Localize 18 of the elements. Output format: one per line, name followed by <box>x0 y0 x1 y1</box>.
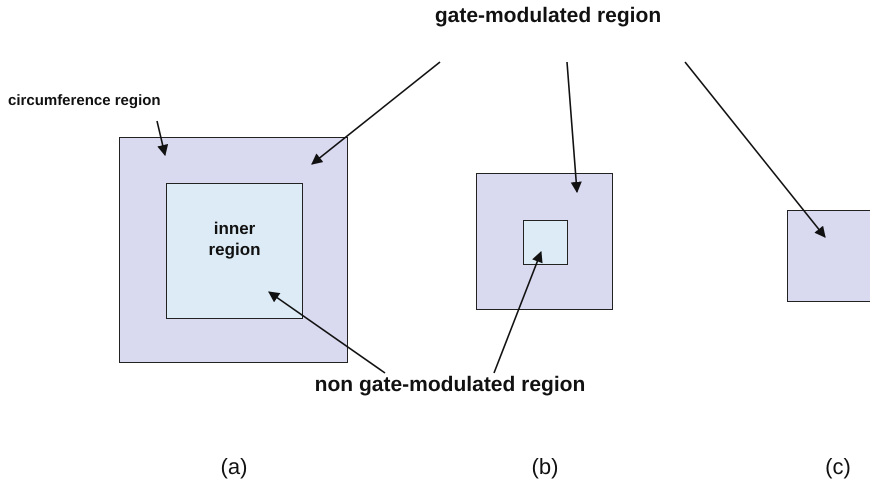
region-label: non gate-modulated region <box>230 373 670 405</box>
region-label: gate-modulated region <box>398 4 698 62</box>
region-label: circumference region <box>8 92 248 121</box>
region-square <box>119 137 348 363</box>
region-square <box>523 220 568 265</box>
leader-arrow <box>684 62 826 238</box>
region-label: inner region <box>208 218 262 260</box>
region-square <box>166 183 303 319</box>
leader-arrow <box>268 291 386 374</box>
leader-arrow <box>156 120 168 156</box>
leader-arrow <box>493 250 543 374</box>
region-square <box>476 173 613 310</box>
panel-label: (c) <box>825 454 851 480</box>
panel-label: (b) <box>532 454 558 480</box>
leader-arrow <box>566 62 582 194</box>
panel-label: (a) <box>220 454 248 480</box>
region-square <box>787 210 870 302</box>
leader-arrow <box>311 61 440 165</box>
